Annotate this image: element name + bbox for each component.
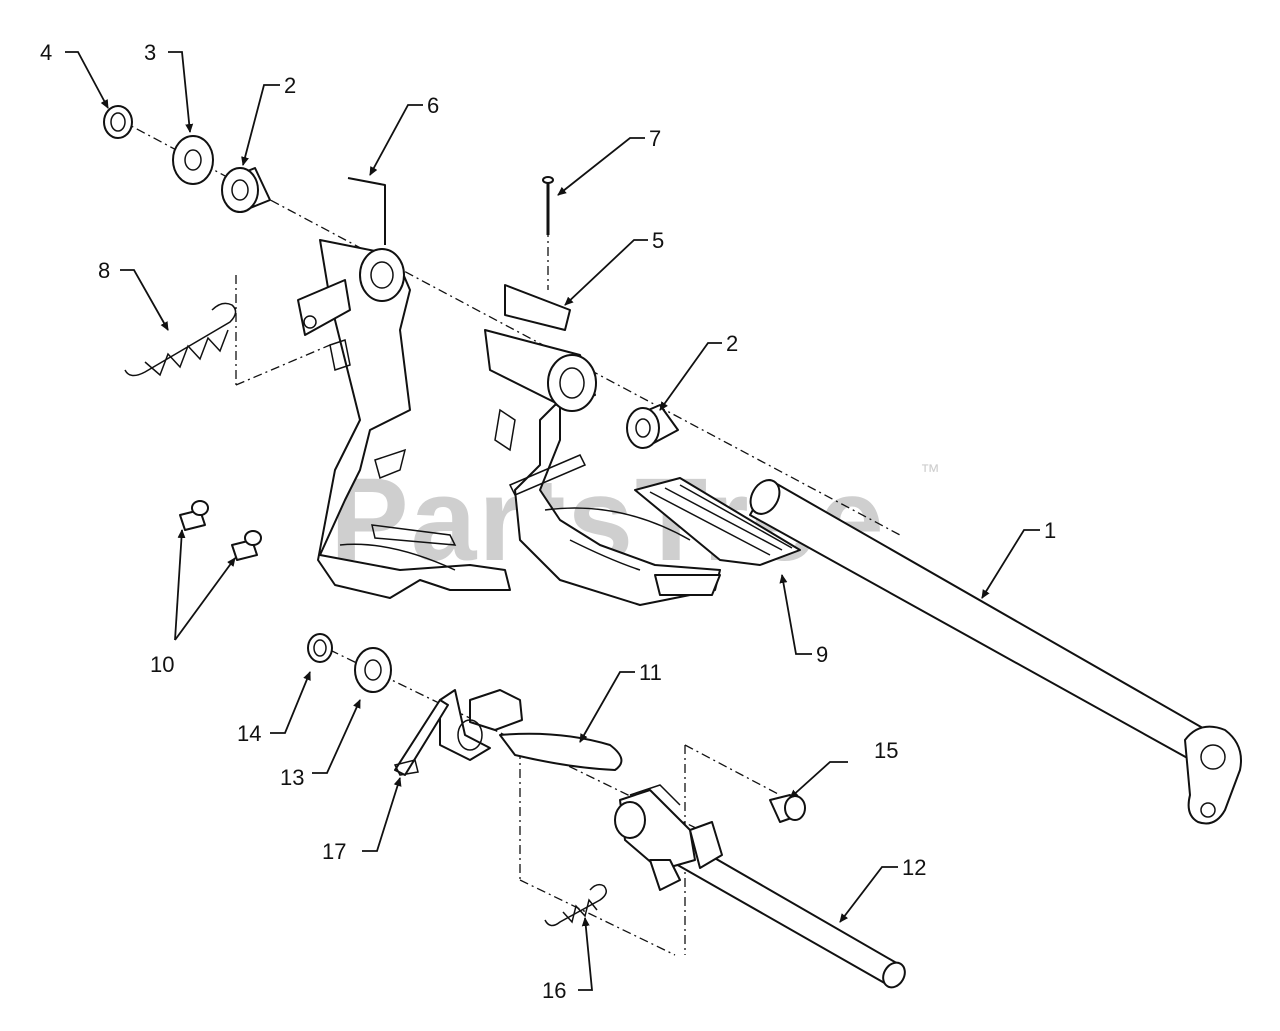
- part-8-spring: [124, 302, 237, 377]
- watermark-trademark: ™: [920, 461, 940, 483]
- part-14-clip: [307, 633, 333, 663]
- callout-9: 9: [816, 642, 828, 667]
- callout-7: 7: [649, 126, 661, 151]
- callout-leaders: [65, 51, 1040, 991]
- part-13-washer: [354, 647, 392, 693]
- part-6-left-pedal-arm: [297, 177, 511, 599]
- part-12-lower-shaft: [614, 784, 906, 989]
- callout-5: 5: [652, 228, 664, 253]
- part-10-bolts: [179, 500, 262, 561]
- callout-1: 1: [1044, 518, 1056, 543]
- callout-labels: 1 2 2 3 4 5 6 7 8 9 10 11 12 13 14 15 16…: [40, 40, 1056, 1003]
- callout-13: 13: [280, 765, 304, 790]
- callout-2-upper: 2: [284, 73, 296, 98]
- callout-3: 3: [144, 40, 156, 65]
- callout-14: 14: [237, 721, 261, 746]
- part-17-bracket: [393, 699, 449, 776]
- callout-4: 4: [40, 40, 52, 65]
- callout-10: 10: [150, 652, 174, 677]
- part-7-pin: [542, 176, 554, 235]
- callout-15: 15: [874, 738, 898, 763]
- callout-8: 8: [98, 258, 110, 283]
- callout-11: 11: [639, 660, 662, 685]
- part-5-pedal-arm: [484, 284, 721, 606]
- part-11-lever: [439, 689, 623, 771]
- callout-2-lower: 2: [726, 331, 738, 356]
- callout-12: 12: [902, 855, 926, 880]
- part-9-pedal-pad: [634, 477, 801, 566]
- part-2-bushing-lower: [626, 404, 679, 449]
- part-1-shaft: [749, 479, 1242, 825]
- callout-17: 17: [322, 839, 346, 864]
- part-16-spring: [544, 883, 607, 927]
- part-15-bolt: [769, 794, 806, 823]
- callout-16: 16: [542, 978, 566, 1003]
- part-4-clip: [103, 105, 133, 139]
- part-2-bushing-upper: [221, 167, 271, 213]
- part-3-washer: [172, 135, 214, 185]
- callout-6: 6: [427, 93, 439, 118]
